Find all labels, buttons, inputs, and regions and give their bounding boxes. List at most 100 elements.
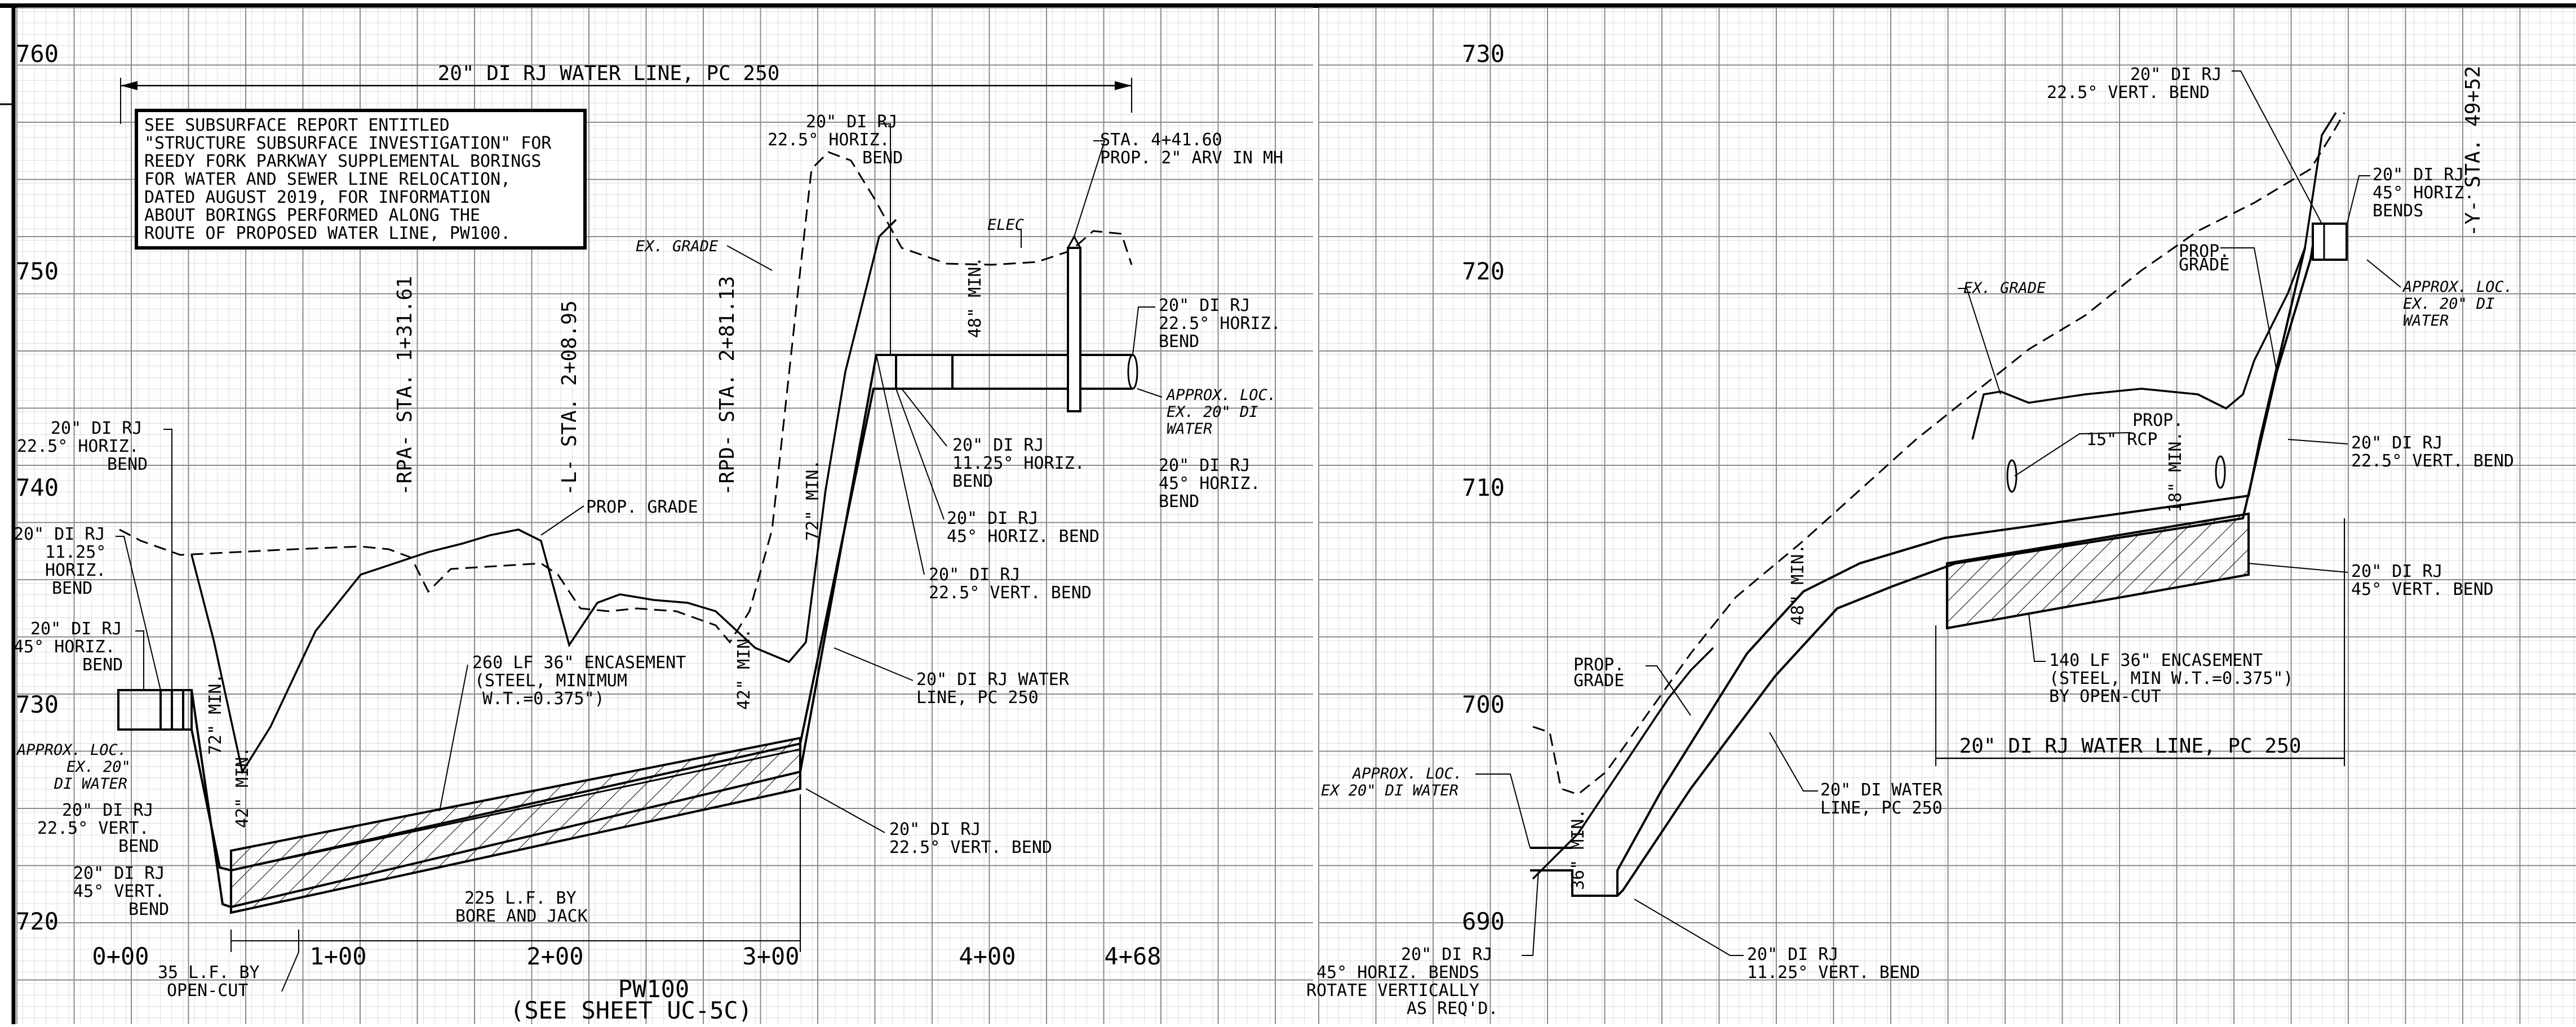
station-label: 1+00: [309, 942, 366, 970]
callout: WATER: [1167, 420, 1212, 438]
callout: STA. 4+41.60: [1100, 130, 1222, 150]
callout: BEND: [1159, 492, 1199, 512]
rcp-label: PROP.: [2132, 411, 2183, 430]
callout: 45° HORIZ. BEND: [947, 527, 1099, 546]
elev-label: 710: [1462, 474, 1505, 501]
callout: APPROX. LOC.: [1165, 386, 1276, 404]
min-label: 18" MIN.: [2166, 432, 2185, 513]
existing-grade-line: [119, 151, 1133, 644]
callout: BEND: [128, 900, 169, 919]
station-label: 3+00: [742, 942, 799, 970]
callout: 22.5° VERT. BEND: [929, 583, 1092, 603]
callout: 45° HORIZ. BENDS: [1316, 963, 1479, 982]
callout: DI WATER: [54, 775, 127, 793]
callout: EX. 20": [66, 758, 131, 776]
min-label: 42" MIN.: [734, 629, 754, 710]
callout: BY OPEN-CUT: [2049, 687, 2161, 706]
callout: (STEEL, MIN W.T.=0.375"): [2049, 669, 2293, 688]
prop-grade-label: PROP.: [2179, 242, 2229, 261]
callout: APPROX. LOC.: [2402, 278, 2513, 296]
proposed-grade-line: [190, 219, 897, 775]
elev-label: 720: [16, 908, 59, 935]
callout: 22.5° VERT. BEND: [2351, 451, 2514, 471]
callout: 20" DI RJ: [2130, 65, 2222, 85]
callout: 22.5° VERT.: [37, 819, 149, 838]
elev-label: 690: [1462, 908, 1505, 935]
min-label: 42" MIN.: [233, 747, 252, 829]
callout: 20" DI RJ: [947, 509, 1039, 528]
left-profile: 760 750 740 730 720 0+00 1+00 2+00 3+00 …: [14, 40, 1283, 1024]
callout: AS REQ'D.: [1407, 999, 1498, 1019]
station-label: 4+00: [959, 942, 1016, 970]
prop-grade-label: GRADE: [2179, 255, 2229, 275]
callout: BEND: [118, 837, 159, 856]
callout: BEND: [862, 148, 903, 168]
callout: 22.5° HORIZ.: [1159, 314, 1281, 334]
callout: 45° HORIZ.: [1159, 474, 1261, 494]
crossing-station: -L- STA. 2+08.95: [558, 300, 581, 496]
callout: APPROX. LOC.: [1351, 765, 1462, 783]
sheet-reference: (SEE SHEET UC-5C): [510, 997, 752, 1024]
callout: HORIZ.: [45, 561, 106, 580]
left-stub-pipe: [117, 689, 193, 731]
station-label: 0+00: [92, 942, 149, 970]
prop-grade-low: GRADE: [1573, 671, 1624, 691]
right-profile: 730 720 710 700 690 -Y- STA. 49+52 20" D…: [1306, 40, 2514, 1019]
arv-manhole: [1067, 234, 1081, 412]
callout: BEND: [82, 655, 123, 675]
callout: 20" DI RJ: [1159, 296, 1251, 315]
callout: (STEEL, MINIMUM: [475, 671, 627, 691]
callout: 20" DI RJ: [952, 435, 1044, 455]
callout: ROTATE VERTICALLY: [1306, 981, 1479, 1001]
callout: 20" DI RJ: [1159, 456, 1251, 475]
callout: 20" DI RJ: [806, 112, 898, 132]
callout: PROP. 2" ARV IN MH: [1100, 148, 1283, 168]
callout: WATER: [2403, 312, 2449, 330]
sheet-title: PW100: [618, 975, 689, 1003]
prop-grade-label: PROP. GRADE: [586, 497, 698, 517]
callout: 20" DI RJ: [62, 801, 154, 820]
callout: LINE, PC 250: [916, 688, 1039, 708]
callout: 22.5° VERT. BEND: [889, 838, 1052, 857]
existing-grade-line: [1532, 112, 2346, 795]
water-main-pipe: [1530, 225, 2317, 897]
callout: 45° VERT.: [73, 882, 165, 901]
encasement: [1946, 512, 2250, 630]
callout: 11.25°: [45, 543, 106, 562]
note-line: ABOUT BORINGS PERFORMED ALONG THE: [144, 206, 480, 225]
min-label: 36" MIN.: [1568, 809, 1588, 891]
callout: 45° VERT. BEND: [2351, 580, 2494, 599]
callout: 20" DI RJ: [929, 565, 1021, 585]
callout: APPROX. LOC.: [16, 741, 127, 759]
callout: LINE, PC 250: [1820, 798, 1943, 818]
callout: BORE AND JACK: [455, 906, 588, 926]
ex-grade-label: EX. GRADE: [636, 238, 719, 255]
min-label: 48" MIN.: [1788, 544, 1808, 626]
callout: 20" DI RJ: [1747, 945, 1839, 964]
callout: 20" DI RJ: [30, 619, 122, 639]
elev-label: 720: [1462, 257, 1505, 285]
note-line: DATED AUGUST 2019, FOR INFORMATION: [144, 188, 490, 207]
elev-label: 750: [16, 257, 59, 285]
note-line: SEE SUBSURFACE REPORT ENTITLED: [144, 115, 450, 135]
callout: 20" DI RJ: [2373, 165, 2464, 185]
crossing-station: -Y- STA. 49+52: [2462, 66, 2485, 237]
subsurface-note-box: SEE SUBSURFACE REPORT ENTITLED "STRUCTUR…: [135, 109, 587, 250]
callout: 20" DI RJ: [2351, 562, 2443, 581]
callout: 35 L.F. BY: [158, 963, 260, 982]
right-profile-grid: [1318, 7, 2576, 1024]
crossing-station: -RPD- STA. 2+81.13: [716, 276, 739, 496]
callout: 45° HORIZ.: [2373, 183, 2475, 203]
callout: 20" DI RJ: [1401, 945, 1493, 964]
callout: 20" DI WATER: [1820, 780, 1943, 800]
note-line: "STRUCTURE SUBSURFACE INVESTIGATION" FOR: [144, 134, 552, 153]
callout: EX. 20" DI: [2403, 295, 2495, 313]
callout: BEND: [1159, 332, 1199, 352]
elev-label: 730: [1462, 40, 1505, 68]
callout: OPEN-CUT: [167, 981, 249, 1001]
callout: 20" DI RJ WATER: [916, 670, 1070, 690]
min-label: 72" MIN.: [803, 460, 823, 541]
note-line: REEDY FORK PARKWAY SUPPLEMENTAL BORINGS: [144, 152, 541, 171]
crossing-station: -RPA- STA. 1+31.61: [393, 276, 416, 496]
